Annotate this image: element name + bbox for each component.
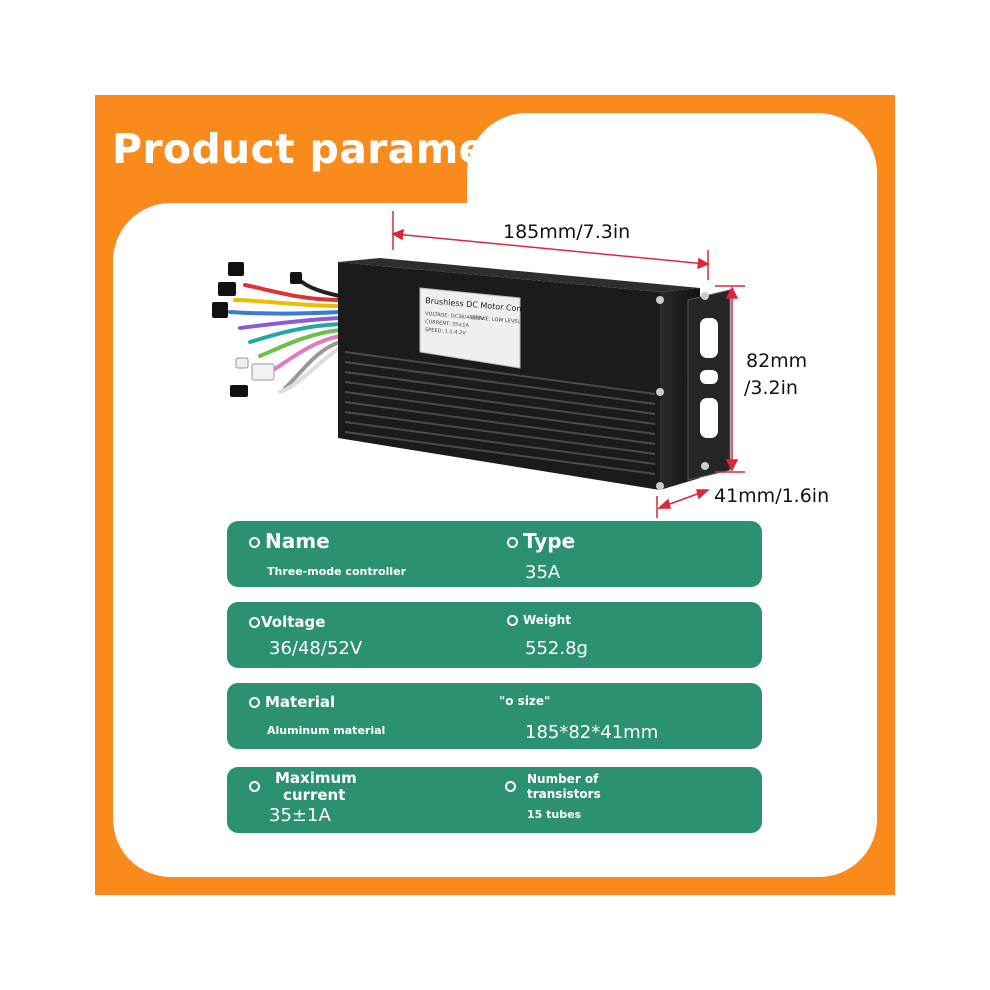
page-title: Product parameters bbox=[112, 125, 581, 173]
type-value: 35A bbox=[525, 562, 561, 583]
voltage-label: Voltage bbox=[249, 613, 325, 631]
material-value: Aluminum material bbox=[267, 724, 386, 737]
height-dimension-line1: 82mm bbox=[746, 350, 808, 372]
spec-row-current-transistors: Maximum current 35±1A Number of transist… bbox=[227, 767, 762, 833]
svg-text:CURRENT: 35±1A: CURRENT: 35±1A bbox=[425, 319, 470, 329]
max-current-label: Maximum current bbox=[275, 769, 357, 804]
size-label: "o size" bbox=[499, 694, 551, 708]
bullet-icon bbox=[249, 781, 260, 792]
bullet-icon bbox=[507, 537, 518, 548]
dimension-arrows-icon bbox=[391, 211, 745, 518]
width-dimension: 41mm/1.6in bbox=[714, 485, 830, 507]
bullet-icon bbox=[249, 697, 260, 708]
spec-row-voltage-weight: Voltage 36/48/52V Weight 552.8g bbox=[227, 602, 762, 668]
white-panel-tab bbox=[467, 113, 877, 273]
bullet-icon bbox=[249, 617, 260, 628]
height-dimension-line2: /3.2in bbox=[744, 377, 798, 399]
svg-text:VOLTAGE: DC36/48/52V: VOLTAGE: DC36/48/52V bbox=[425, 311, 485, 322]
name-label: Name bbox=[249, 529, 330, 553]
weight-value: 552.8g bbox=[525, 638, 588, 659]
material-label: Material bbox=[249, 693, 335, 711]
bullet-icon bbox=[249, 537, 260, 548]
bullet-icon bbox=[505, 781, 516, 792]
spec-row-name-type: Name Three-mode controller Type 35A bbox=[227, 521, 762, 587]
svg-text:BRAKE: LOW LEVEL: BRAKE: LOW LEVEL bbox=[472, 315, 521, 325]
voltage-value: 36/48/52V bbox=[269, 638, 363, 659]
wire-harness-icon bbox=[228, 274, 342, 394]
size-value: 185*82*41mm bbox=[525, 722, 659, 743]
transistors-value: 15 tubes bbox=[527, 808, 582, 821]
svg-text:SPEED: 1.1-4.2V: SPEED: 1.1-4.2V bbox=[425, 327, 467, 337]
weight-label: Weight bbox=[507, 613, 571, 628]
max-current-value: 35±1A bbox=[269, 805, 331, 826]
bullet-icon bbox=[507, 615, 518, 626]
transistors-label: Number of transistors bbox=[527, 772, 601, 801]
spec-row-material-size: Material Aluminum material "o size" 185*… bbox=[227, 683, 762, 749]
length-dimension: 185mm/7.3in bbox=[503, 221, 631, 243]
type-label: Type bbox=[507, 529, 575, 553]
name-value: Three-mode controller bbox=[267, 565, 407, 578]
